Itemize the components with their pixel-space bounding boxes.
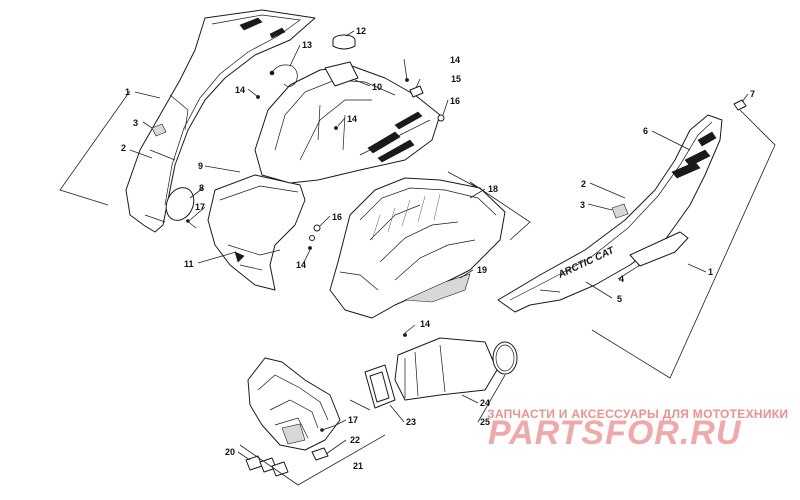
upper-cowl — [254, 65, 441, 184]
part-25-clamp — [492, 341, 518, 375]
callout-14-b: 14 — [450, 55, 460, 65]
callout-7: 7 — [750, 89, 755, 99]
watermark-subtitle: ЗАПЧАСТИ И АКСЕССУАРЫ ДЛЯ МОТОТЕХНИКИ — [487, 407, 789, 421]
part-7-clip — [733, 99, 747, 111]
part-16-nut-top — [437, 114, 445, 122]
part-16-nut-lower — [309, 224, 321, 241]
callout-labels: 1 1 2 2 3 3 4 5 6 7 8 9 10 11 12 13 14 1… — [121, 26, 755, 471]
callout-14-d: 14 — [296, 260, 306, 270]
callout-22: 22 — [350, 435, 360, 445]
part-20-clips — [245, 455, 289, 477]
part-23-gasket — [364, 364, 396, 409]
part-12-cap — [332, 34, 356, 50]
callout-3-right: 3 — [580, 200, 585, 210]
callout-14-c: 14 — [347, 114, 357, 124]
left-side-panel — [125, 9, 316, 233]
bracket-18 — [447, 171, 531, 241]
part-24-duct — [394, 337, 498, 401]
front-hood — [207, 174, 306, 291]
callout-17-lower: 17 — [348, 415, 358, 425]
part-13-wire — [271, 64, 298, 87]
callout-12: 12 — [356, 26, 366, 36]
air-box — [329, 177, 506, 319]
bracket-21 — [239, 434, 386, 486]
part-17-screw-lower — [320, 425, 335, 432]
callout-23: 23 — [406, 417, 416, 427]
callout-19: 19 — [477, 265, 487, 275]
part-17-screw-left — [185, 219, 197, 229]
callout-15: 15 — [451, 74, 461, 84]
part-4-strip — [629, 231, 689, 267]
callout-25: 25 — [480, 417, 490, 427]
callout-2-right: 2 — [581, 179, 586, 189]
bracket-right-1 — [591, 109, 776, 379]
part-3-tab-left — [151, 123, 167, 137]
callout-14-a: 14 — [235, 85, 245, 95]
lower-front-assembly — [247, 357, 341, 451]
callout-13: 13 — [302, 40, 312, 50]
callout-16-top: 16 — [450, 96, 460, 106]
bracket-left-1 — [59, 90, 131, 206]
callout-8: 8 — [199, 183, 204, 193]
callout-18: 18 — [488, 184, 498, 194]
callout-21: 21 — [353, 461, 363, 471]
part-3-tab-right — [611, 203, 629, 219]
part-14-screw-e — [403, 333, 407, 337]
part-14-screw-d — [308, 246, 312, 250]
callout-17-left: 17 — [195, 202, 205, 212]
callout-14-e: 14 — [420, 319, 430, 329]
callout-9: 9 — [198, 161, 203, 171]
part-8-oval — [165, 187, 195, 221]
callout-3-left: 3 — [133, 118, 138, 128]
callout-4: 4 — [619, 274, 624, 284]
callout-24: 24 — [480, 398, 490, 408]
callout-10: 10 — [372, 82, 382, 92]
part-10-bracket — [324, 61, 359, 87]
leader-lines — [129, 30, 749, 461]
right-side-panel — [497, 114, 723, 313]
part-14-screw-c — [334, 126, 338, 130]
bracket-lower — [349, 399, 371, 411]
part-13-connector — [269, 70, 275, 76]
callout-20: 20 — [225, 447, 235, 457]
callout-6: 6 — [643, 126, 648, 136]
callout-16-lower: 16 — [332, 212, 342, 222]
part-22-tab — [311, 447, 329, 461]
callout-1-right: 1 — [708, 267, 713, 277]
callout-11: 11 — [184, 259, 194, 269]
callout-5: 5 — [617, 294, 622, 304]
callout-2-left: 2 — [121, 143, 126, 153]
callout-1-left: 1 — [125, 87, 130, 97]
watermark-logo: PARTSFOR.RU — [488, 414, 742, 452]
